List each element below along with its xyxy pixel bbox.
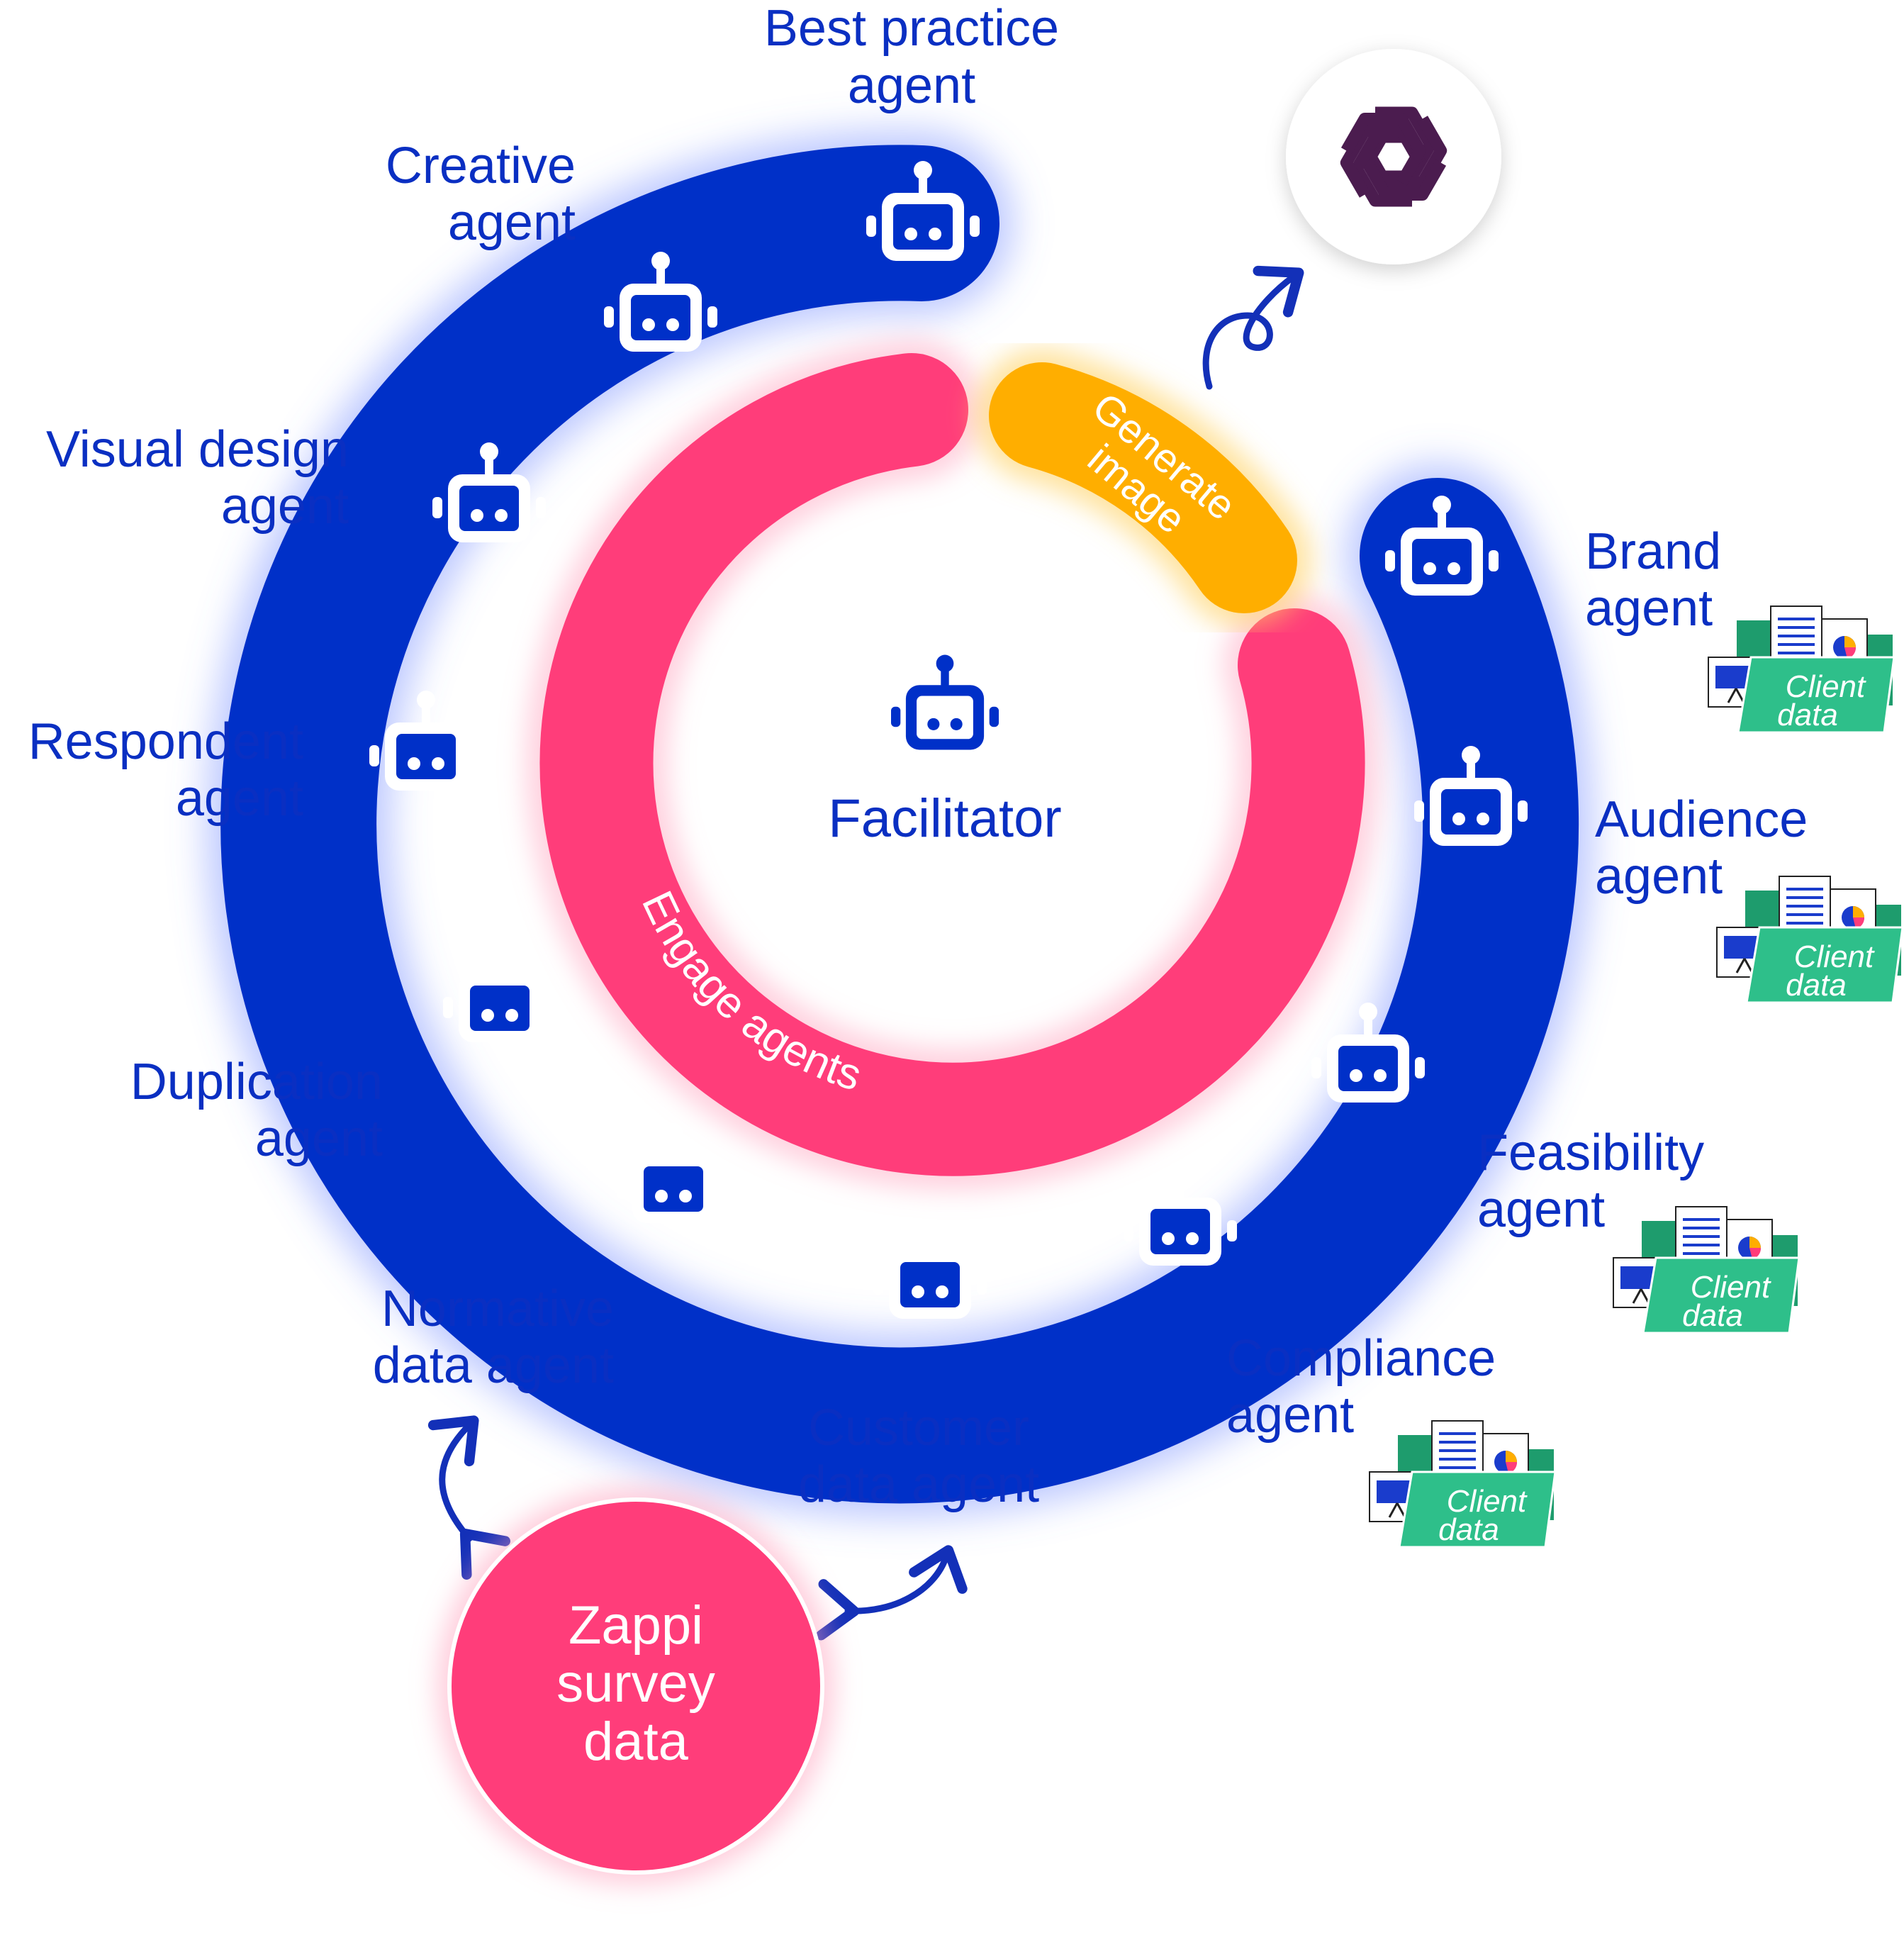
- agent-label-respondent-2: agent: [176, 770, 303, 827]
- client-data-label-1: Client: [1447, 1484, 1528, 1519]
- agent-label-visual-design-1: Visual design: [46, 421, 349, 478]
- facilitator-robot-icon: [891, 654, 999, 750]
- agent-label-creative-2: agent: [448, 194, 576, 251]
- client-data-audience: Client data: [1715, 875, 1904, 1004]
- outer-agent-ring: [220, 145, 1579, 1504]
- zappi-survey-data-circle: [447, 1497, 824, 1875]
- zappi-label-2: survey: [556, 1653, 715, 1714]
- agent-label-respondent-1: Respondent: [28, 713, 303, 770]
- agent-label-normative-1: Normative: [381, 1280, 614, 1337]
- agent-label-audience-2: agent: [1595, 848, 1723, 905]
- agent-label-visual-design-2: agent: [221, 478, 349, 535]
- agent-label-feasibility-2: agent: [1477, 1181, 1605, 1238]
- agent-label-brand-1: Brand: [1585, 523, 1721, 580]
- robot-icon-normative: [617, 1123, 730, 1223]
- client-data-brand: Client data: [1707, 605, 1895, 734]
- agent-label-normative-2: data agent: [373, 1337, 614, 1394]
- client-data-label-2: data: [1438, 1512, 1499, 1547]
- agent-label-creative-1: Creative: [386, 138, 576, 194]
- agent-label-best-practice-1: Best practice: [764, 0, 1059, 57]
- generate-image-arc: [989, 362, 1297, 613]
- client-data-label-1: Client: [1786, 669, 1866, 704]
- curved-arrow-icon-customer: [816, 1545, 968, 1641]
- client-data-label-2: data: [1682, 1298, 1743, 1333]
- client-data-label-1: Client: [1794, 939, 1875, 974]
- agent-label-duplication-1: Duplication: [130, 1054, 383, 1110]
- agent-label-customer-1: Customer: [808, 1400, 1029, 1456]
- agent-label-compliance-2: agent: [1226, 1387, 1354, 1444]
- facilitator-label: Facilitator: [828, 788, 1061, 849]
- client-data-compliance: Client data: [1368, 1419, 1557, 1548]
- client-data-label-1: Client: [1691, 1270, 1771, 1305]
- curved-arrow-icon-normative: [427, 1415, 510, 1580]
- engage-agents-ring: [539, 353, 1365, 1176]
- zappi-label-1: Zappi: [569, 1595, 703, 1656]
- client-data-label-2: data: [1777, 698, 1838, 732]
- agent-label-audience-1: Audience: [1595, 791, 1808, 848]
- robot-icon-customer: [873, 1219, 987, 1319]
- agent-label-brand-2: agent: [1585, 580, 1713, 637]
- client-data-label-2: data: [1786, 968, 1847, 1003]
- agent-label-compliance-1: Compliance: [1226, 1330, 1496, 1387]
- agent-label-customer-2: data agent: [798, 1456, 1039, 1513]
- robot-icon-compliance: [1124, 1166, 1237, 1266]
- openai-logo: [1286, 49, 1501, 264]
- curved-arrow-icon-openai: [1202, 265, 1304, 390]
- agent-label-duplication-2: agent: [255, 1110, 383, 1167]
- robot-icon-duplication: [443, 942, 556, 1042]
- agent-label-best-practice-2: agent: [848, 57, 975, 114]
- zappi-label-3: data: [583, 1712, 689, 1772]
- client-data-feasibility: Client data: [1612, 1205, 1801, 1334]
- agent-label-feasibility-1: Feasibility: [1477, 1125, 1704, 1181]
